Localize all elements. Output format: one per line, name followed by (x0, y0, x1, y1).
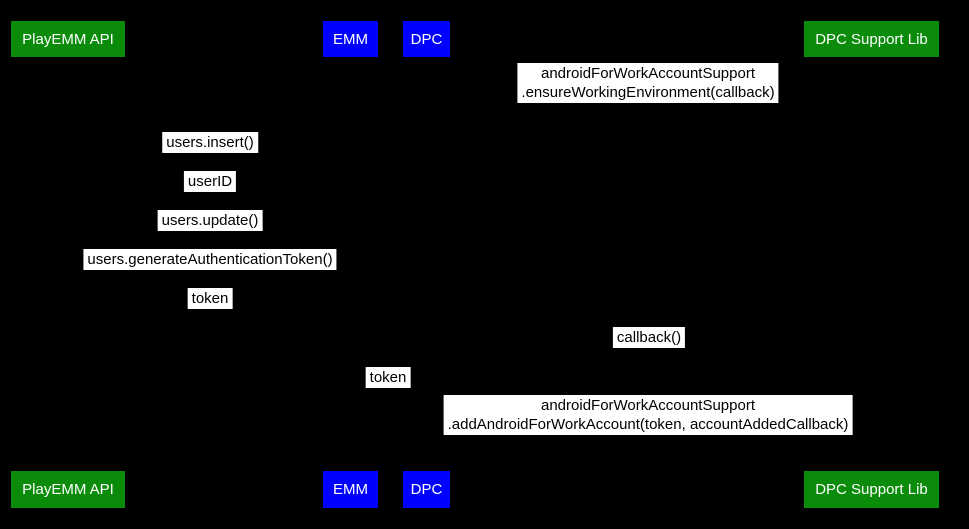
message-add-android-for-work-account: androidForWorkAccountSupport .addAndroid… (443, 395, 853, 435)
message-line: androidForWorkAccountSupport (541, 397, 755, 414)
message-generate-authentication-token: users.generateAuthenticationToken() (83, 249, 337, 270)
lifeline-emm (350, 57, 351, 471)
actor-bottom-emm: EMM (323, 471, 378, 508)
message-users-insert: users.insert() (162, 132, 258, 153)
actor-top-emm: EMM (323, 21, 378, 57)
message-callback: callback() (612, 327, 686, 348)
message-token-return: token (187, 288, 233, 309)
actor-bottom-dpc-support-lib: DPC Support Lib (804, 471, 939, 508)
message-line: .addAndroidForWorkAccount(token, account… (447, 416, 849, 433)
actor-top-playemm-api: PlayEMM API (11, 21, 125, 57)
lifeline-dpc-support-lib (871, 57, 872, 471)
lifeline-dpc (426, 57, 427, 471)
message-ensure-working-environment: androidForWorkAccountSupport .ensureWork… (517, 63, 779, 103)
message-line: androidForWorkAccountSupport (540, 65, 755, 82)
message-token-to-dpc: token (365, 367, 411, 388)
actor-top-dpc-support-lib: DPC Support Lib (804, 21, 939, 57)
actor-bottom-playemm-api: PlayEMM API (11, 471, 125, 508)
message-userid: userID (183, 171, 237, 192)
actor-bottom-dpc: DPC (403, 471, 450, 508)
lifeline-playemm-api (67, 57, 68, 471)
actor-top-dpc: DPC (403, 21, 450, 57)
message-line: .ensureWorkingEnvironment(callback) (521, 84, 775, 101)
message-users-update: users.update() (157, 210, 263, 231)
